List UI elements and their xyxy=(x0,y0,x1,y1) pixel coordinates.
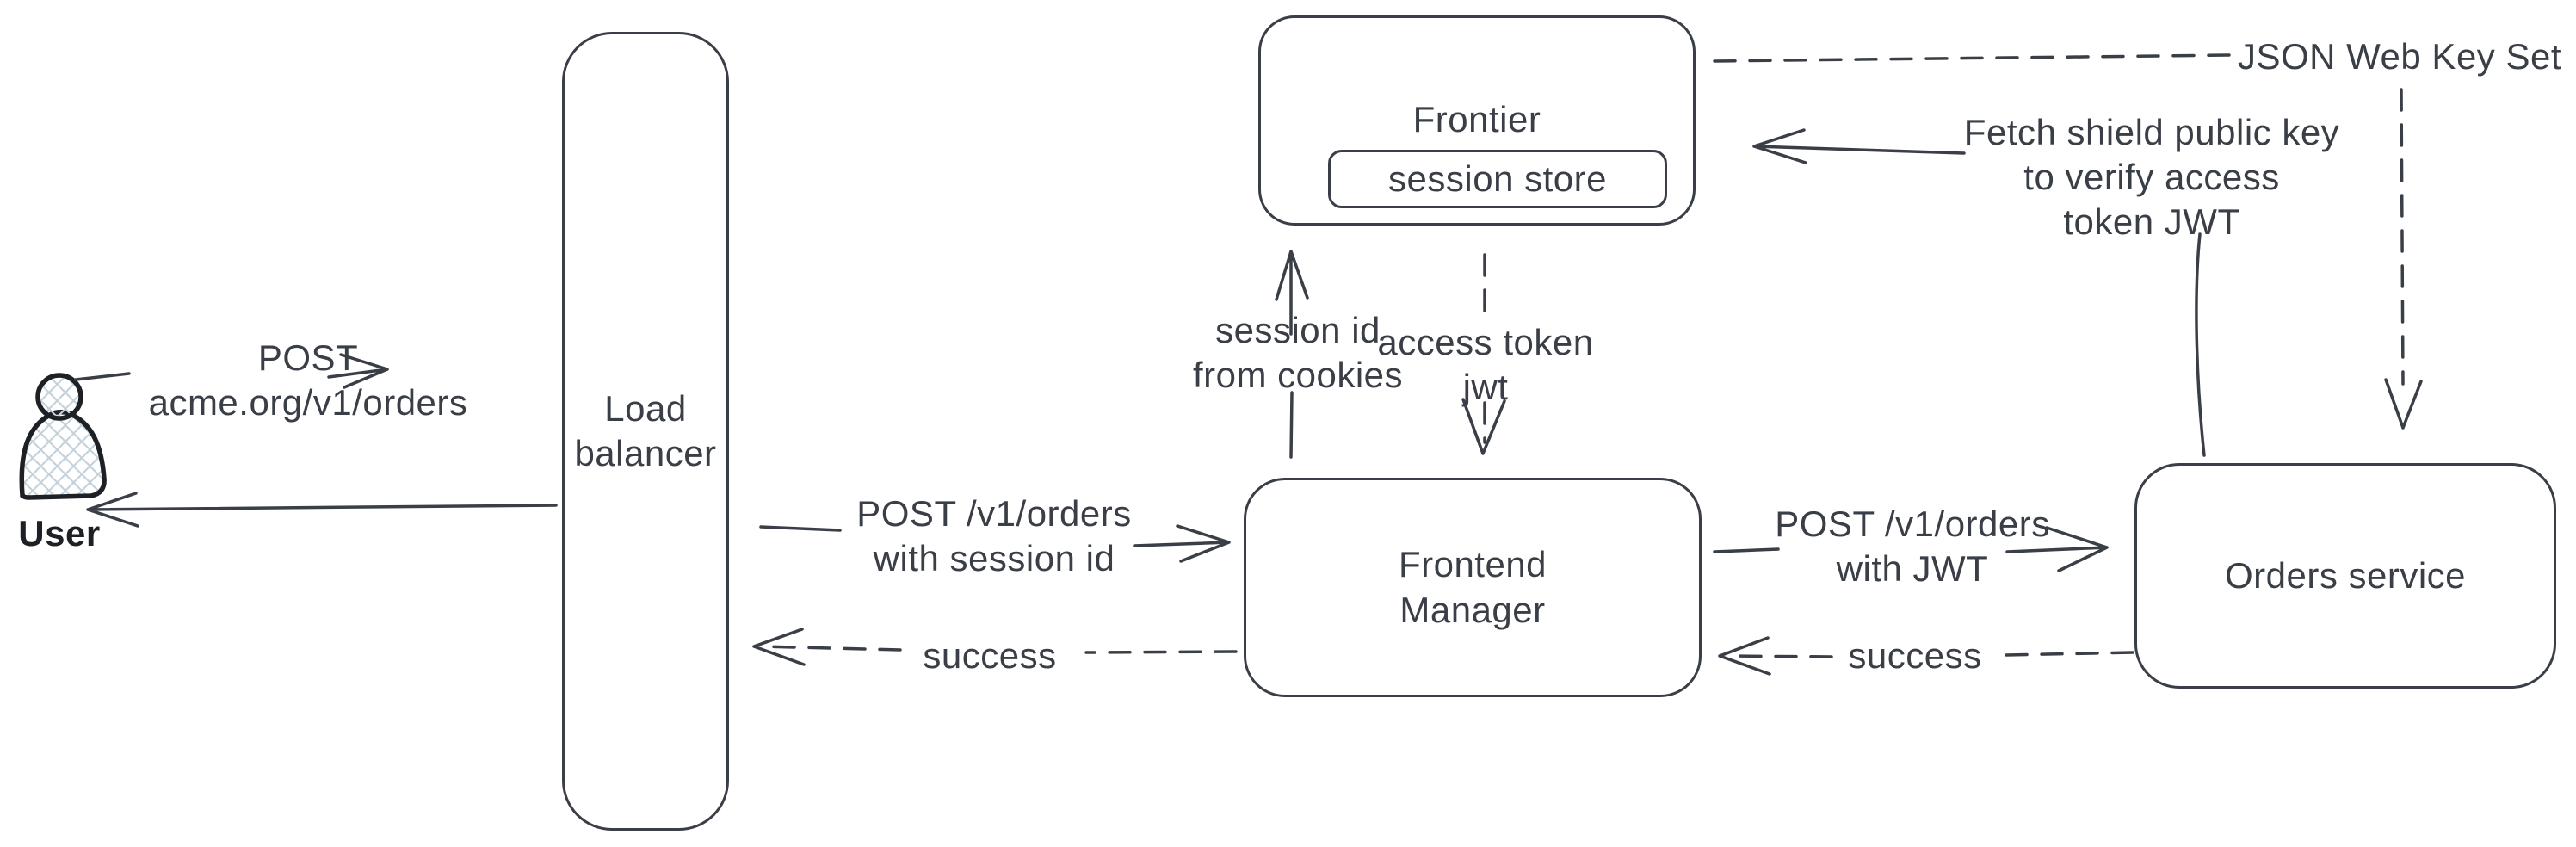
arrow-frontier-to-fm-head xyxy=(1461,398,1506,455)
edge-label-post-session-id: POST /v1/orders with session id xyxy=(856,492,1132,581)
edge-label-fetch-key-line3: token JWT xyxy=(2063,201,2240,243)
edge-label-access-token-line1: access token xyxy=(1377,322,1594,362)
edge-label-fetch-key-line2: to verify access xyxy=(2023,157,2280,198)
line-jwks-to-frontier xyxy=(1713,53,2231,63)
edge-label-access-token-jwt: access token jwt xyxy=(1377,320,1593,410)
arrow-fm-to-frontier xyxy=(1275,250,1309,459)
user-body xyxy=(19,410,107,500)
arrow-orders-to-fm-success xyxy=(1725,651,2134,658)
edge-label-post-acme-line1: POST xyxy=(257,337,359,378)
arrow-user-to-lb xyxy=(74,353,389,389)
edge-label-post-jwt-line2: with JWT xyxy=(1836,548,1989,590)
session-store-label: session store xyxy=(1388,158,1607,199)
arrow-orders-to-fm-success-head xyxy=(1718,636,1771,676)
edge-label-fetch-key: Fetch shield public key to verify access… xyxy=(1964,110,2339,244)
node-frontend-manager: Frontend Manager xyxy=(1244,478,1702,697)
node-session-store: session store xyxy=(1328,150,1667,208)
orders-service-label: Orders service xyxy=(2224,554,2467,596)
edge-label-post-session-line2: with session id xyxy=(873,538,1115,579)
arrow-orders-to-frontier-fetch xyxy=(1752,128,2206,457)
edge-label-post-jwt-line1: POST /v1/orders xyxy=(1775,504,2050,544)
edge-label-access-token-line2: jwt xyxy=(1462,367,1509,408)
arrow-jwks-to-orders-head xyxy=(2384,378,2423,430)
edge-label-session-id-line1: session id xyxy=(1215,310,1381,350)
edge-label-post-session-line1: POST /v1/orders xyxy=(856,493,1132,534)
frontier-label: Frontier xyxy=(1412,99,1541,139)
arrow-jwks-to-orders xyxy=(2400,88,2405,386)
edge-label-post-acme: POST acme.org/v1/orders xyxy=(149,336,468,425)
edge-label-post-jwt: POST /v1/orders with JWT xyxy=(1775,502,2050,591)
edge-label-jwks: JSON Web Key Set xyxy=(2237,36,2562,77)
edge-label-success-right: success xyxy=(1848,635,1982,676)
load-balancer-label: Load balancer xyxy=(574,387,717,474)
edge-label-session-id-line2: from cookies xyxy=(1192,355,1404,396)
arrow-lb-to-fm xyxy=(759,524,1231,563)
edge-label-success-left: success xyxy=(923,635,1057,676)
user-head xyxy=(35,373,83,421)
node-frontier: Frontier xyxy=(1258,15,1696,226)
edge-label-post-acme-line2: acme.org/v1/orders xyxy=(148,382,468,424)
arrow-fm-to-lb-success-head xyxy=(752,628,806,666)
user-icon xyxy=(19,373,107,500)
arrow-fm-to-orders xyxy=(1713,526,2109,572)
arrow-fm-to-lb-success xyxy=(759,645,1238,654)
node-orders-service: Orders service xyxy=(2134,463,2556,689)
user-label: User xyxy=(18,513,101,553)
arrow-lb-to-user xyxy=(86,492,558,528)
edge-label-fetch-key-line1: Fetch shield public key xyxy=(1963,112,2340,152)
edge-label-session-id-cookies: session id from cookies xyxy=(1193,308,1403,398)
node-load-balancer: Load balancer xyxy=(562,32,729,831)
frontend-manager-label: Frontend Manager xyxy=(1398,544,1547,630)
